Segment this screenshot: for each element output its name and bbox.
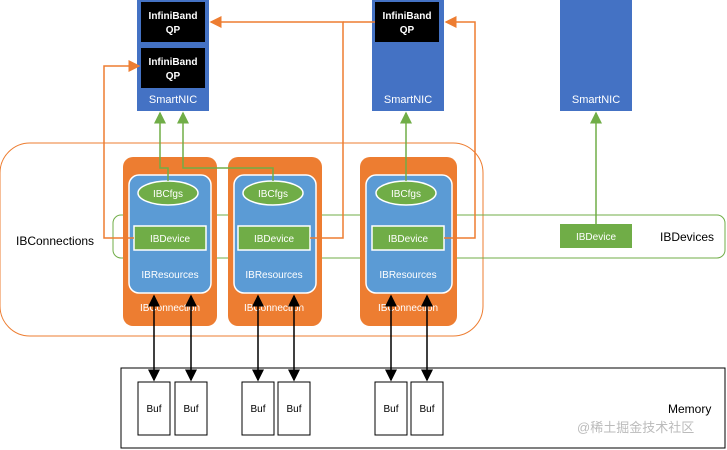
svg-text:Buf: Buf xyxy=(383,404,398,415)
ibdevice-box xyxy=(371,225,445,251)
smartnic-label: SmartNIC xyxy=(384,94,432,106)
standalone-ibdevice: IBDevice xyxy=(560,224,632,248)
memory-label: Memory xyxy=(668,402,711,416)
svg-text:IBCfgs: IBCfgs xyxy=(153,189,183,200)
ibdevice-box xyxy=(237,225,311,251)
svg-text:Buf: Buf xyxy=(183,404,198,415)
ibconnection-label: IBConnection xyxy=(378,303,438,314)
ibconnections-label: IBConnections xyxy=(16,234,94,248)
ibresources-label: IBResources xyxy=(141,270,198,281)
svg-text:IBCfgs: IBCfgs xyxy=(391,189,421,200)
ibconnection-label: IBConnection xyxy=(244,303,304,314)
buf-box xyxy=(137,381,171,436)
svg-text:Buf: Buf xyxy=(250,404,265,415)
watermark: @稀土掘金技术社区 xyxy=(577,420,694,435)
orange-links xyxy=(103,16,476,239)
buf-box xyxy=(410,381,444,436)
svg-text:Buf: Buf xyxy=(419,404,434,415)
ibconnection-2: IBCfgs IBDevice IBResources IBConnection xyxy=(228,157,322,326)
svg-text:Buf: Buf xyxy=(286,404,301,415)
qp-box xyxy=(375,2,439,42)
svg-text:IBDevice: IBDevice xyxy=(576,232,616,243)
qp-box xyxy=(141,48,205,88)
smartnic-label: SmartNIC xyxy=(572,94,620,106)
qp-box xyxy=(141,2,205,42)
green-links xyxy=(154,111,602,224)
ibconnection-label: IBConnection xyxy=(140,303,200,314)
svg-text:Buf: Buf xyxy=(146,404,161,415)
buf-box xyxy=(277,381,311,436)
buf-box xyxy=(174,381,208,436)
buffers: Buf Buf Buf Buf Buf Buf xyxy=(137,381,444,436)
ibconnections-group xyxy=(0,142,484,337)
svg-text:IBCfgs: IBCfgs xyxy=(258,189,288,200)
memory-links xyxy=(148,294,433,382)
smartnic-3: SmartNIC xyxy=(560,0,632,111)
ibresources-label: IBResources xyxy=(379,270,436,281)
svg-text:IBDevice: IBDevice xyxy=(150,234,190,245)
smartnic-label: SmartNIC xyxy=(149,94,197,106)
buf-box xyxy=(241,381,275,436)
ibdevices-label: IBDevices xyxy=(660,230,714,244)
svg-text:IBDevice: IBDevice xyxy=(388,234,428,245)
ibdevice-box xyxy=(133,225,207,251)
buf-box xyxy=(374,381,408,436)
svg-text:IBDevice: IBDevice xyxy=(254,234,294,245)
ibconnection-1: IBCfgs IBDevice IBResources IBConnection xyxy=(123,157,217,326)
ibresources-label: IBResources xyxy=(245,270,302,281)
ibconnection-3: IBCfgs IBDevice IBResources IBConnection xyxy=(360,157,457,326)
